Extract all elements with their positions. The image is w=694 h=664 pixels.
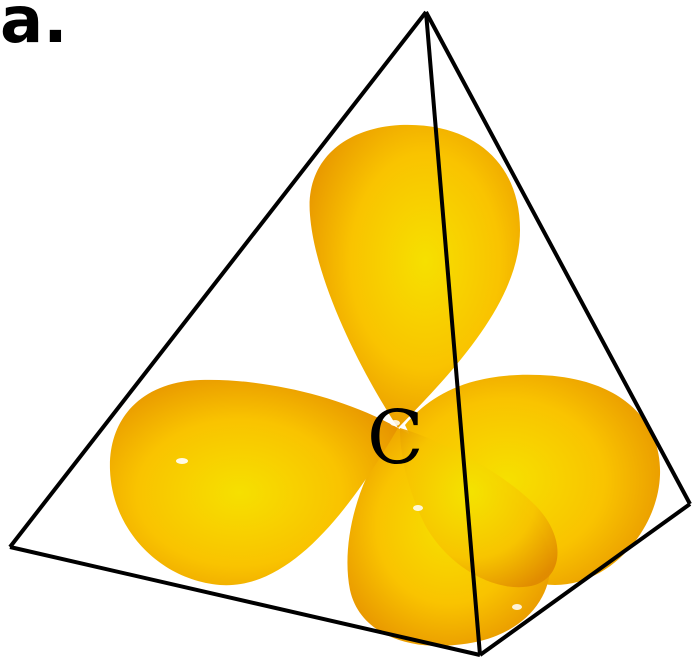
orbital-lobe-left <box>109 379 398 586</box>
orbital-lobe-top <box>309 124 520 428</box>
highlight-left <box>176 458 188 464</box>
orbital-lobe-right <box>405 374 661 585</box>
edge-left-front <box>9 545 481 657</box>
panel-label: a. <box>0 0 68 58</box>
highlight-bottom <box>413 505 423 511</box>
edge-front-right <box>478 502 692 657</box>
edge-apex-left <box>8 10 428 549</box>
edge-apex-front <box>424 11 482 656</box>
tetrahedron-edges <box>8 10 692 657</box>
orbital-lobe-front <box>400 428 558 588</box>
carbon-atom-label: C <box>367 395 424 481</box>
highlight-center <box>390 420 400 426</box>
highlight-bottom-2 <box>512 604 522 610</box>
edge-apex-right <box>424 11 692 505</box>
